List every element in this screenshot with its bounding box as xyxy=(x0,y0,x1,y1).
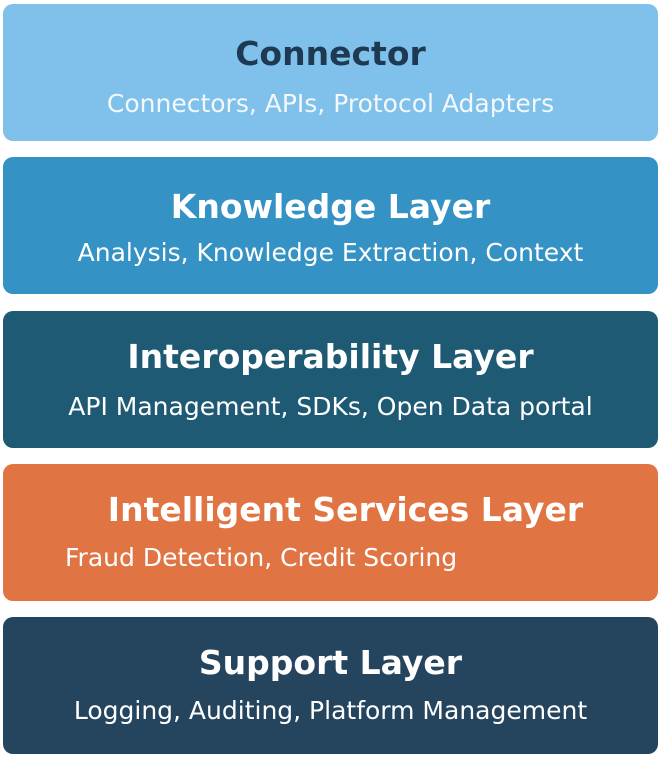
layer-subtitle: Connectors, APIs, Protocol Adapters xyxy=(106,89,555,118)
layer-title: Connector xyxy=(235,34,426,73)
layer-support: Support Layer Logging, Auditing, Platfor… xyxy=(3,617,658,754)
layer-title: Knowledge Layer xyxy=(170,187,491,226)
layer-title: Interoperability Layer xyxy=(127,337,534,376)
layer-title: Intelligent Services Layer xyxy=(107,490,584,529)
layer-title: Support Layer xyxy=(198,643,463,682)
layer-subtitle: Analysis, Knowledge Extraction, Context xyxy=(77,238,584,267)
layer-intelligent-services: Intelligent Services Layer Fraud Detecti… xyxy=(3,464,658,601)
layer-interoperability: Interoperability Layer API Management, S… xyxy=(3,311,658,448)
layer-subtitle: Logging, Auditing, Platform Management xyxy=(73,696,588,725)
layer-connector: Connector Connectors, APIs, Protocol Ada… xyxy=(3,4,658,141)
layer-subtitle: Fraud Detection, Credit Scoring xyxy=(65,543,458,572)
layer-knowledge: Knowledge Layer Analysis, Knowledge Extr… xyxy=(3,157,658,294)
layer-subtitle: API Management, SDKs, Open Data portal xyxy=(68,392,593,421)
